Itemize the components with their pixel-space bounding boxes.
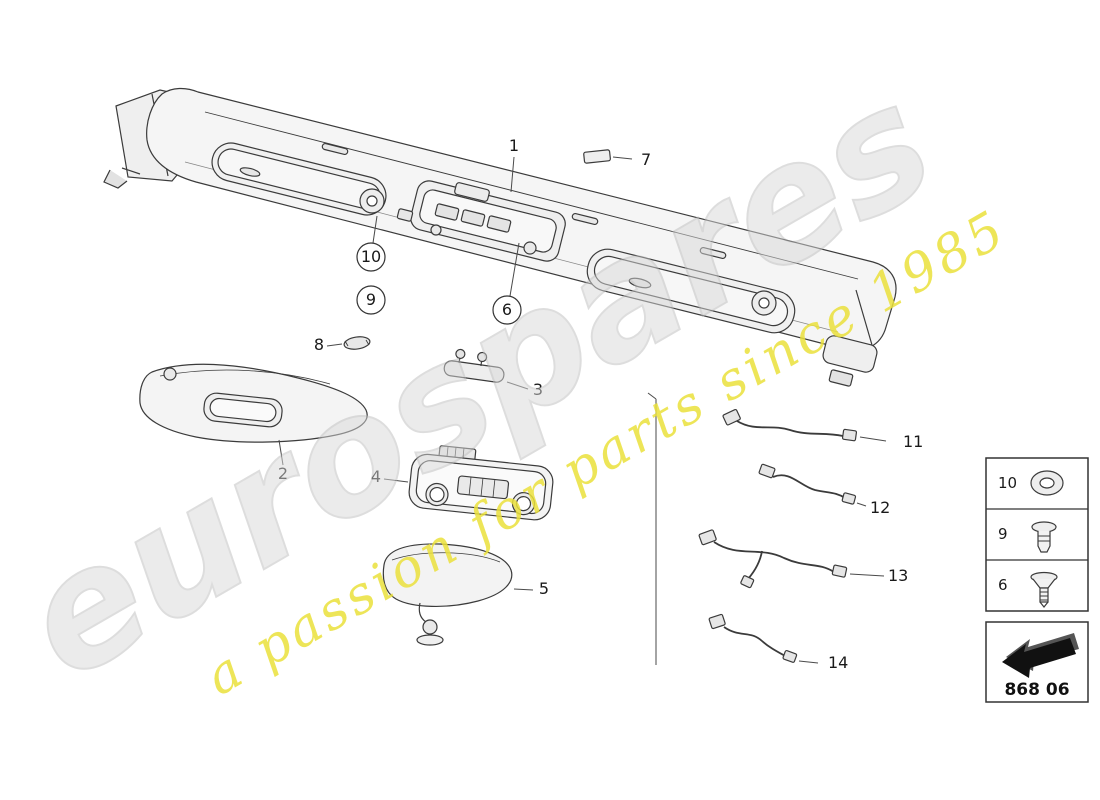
part-group-code: 868 06	[1004, 680, 1069, 700]
callout-4: 4	[371, 467, 381, 486]
screw-icon	[1030, 571, 1058, 608]
leader-lines	[278, 156, 887, 665]
callout-1: 1	[509, 136, 519, 155]
callout-10: 10	[356, 242, 386, 272]
clip-part	[583, 149, 611, 164]
callout-9: 9	[356, 285, 386, 315]
lamp-bracket	[443, 348, 505, 383]
callout-8: 8	[314, 335, 324, 354]
callout-3: 3	[533, 380, 543, 399]
cable-11	[722, 408, 858, 442]
part-code-box: 868 06	[985, 621, 1089, 703]
panel-right-pocket	[586, 248, 796, 334]
cable-12	[758, 463, 857, 505]
callouts: 1 7 10 9 6 8 2 3 4 5 11 12 13 14	[278, 136, 923, 672]
legend-item-10: 10	[998, 470, 1064, 496]
legend-box: 10 9 6	[985, 457, 1089, 612]
svg-text:6: 6	[502, 300, 512, 319]
cable-13	[698, 529, 848, 589]
panel-switch-console	[396, 180, 566, 262]
legend-item-6: 6	[998, 571, 1058, 608]
overhead-console	[408, 445, 554, 521]
svg-text:10: 10	[998, 474, 1017, 492]
callout-13: 13	[888, 566, 908, 585]
callout-6: 6	[492, 295, 522, 325]
callout-14: 14	[828, 653, 848, 672]
sun-visor	[139, 363, 368, 443]
rearview-mirror	[382, 543, 513, 646]
callout-5: 5	[539, 579, 549, 598]
grommet-icon	[1030, 470, 1064, 496]
front-panel-trim	[103, 87, 897, 387]
panel-right-endcap	[822, 289, 878, 387]
callout-12: 12	[870, 498, 890, 517]
expanding-rivet-icon	[1031, 521, 1057, 553]
direction-arrow-icon	[1002, 633, 1079, 678]
bulb-part	[343, 336, 371, 350]
panel-left-pocket	[211, 142, 387, 216]
svg-text:9: 9	[366, 290, 376, 309]
callout-11: 11	[903, 432, 923, 451]
svg-text:6: 6	[998, 576, 1008, 594]
cable-14	[708, 613, 798, 663]
legend-item-9: 9	[998, 521, 1057, 553]
callout-2: 2	[278, 464, 288, 483]
svg-text:9: 9	[998, 525, 1008, 543]
callout-7: 7	[641, 150, 651, 169]
svg-text:10: 10	[361, 247, 381, 266]
